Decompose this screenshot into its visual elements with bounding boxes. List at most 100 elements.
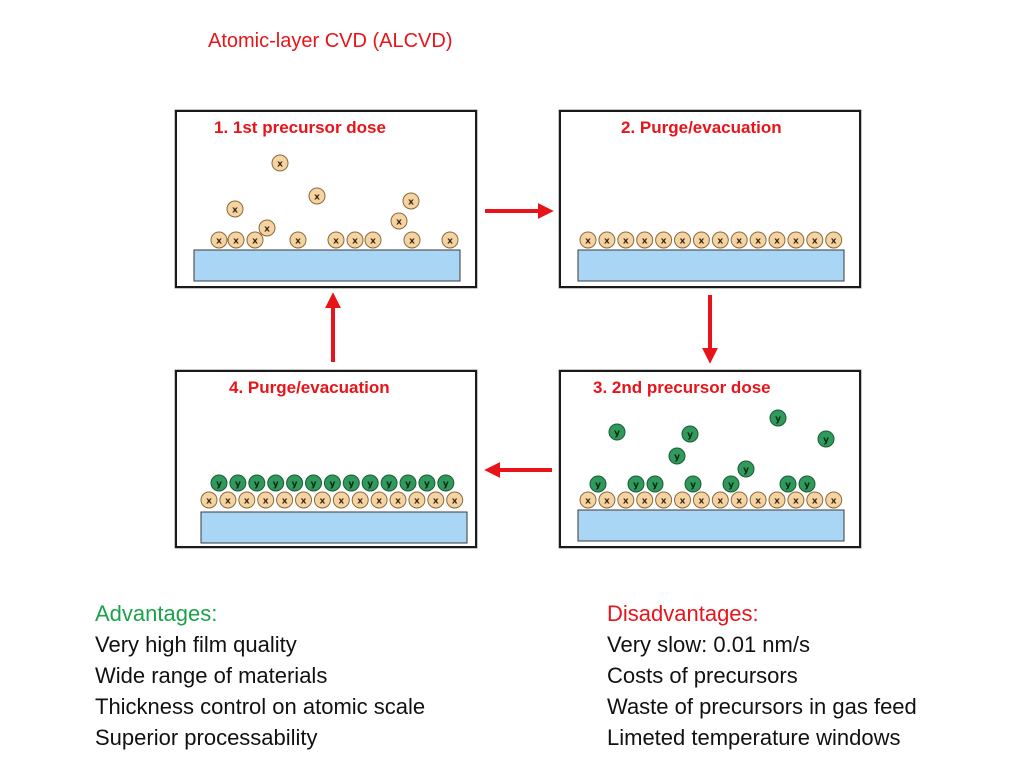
disadvantage-item: Limeted temperature windows [607, 725, 901, 750]
svg-text:y: y [633, 481, 639, 491]
precursor-x-molecule: x [598, 491, 616, 509]
svg-text:y: y [443, 480, 449, 490]
disadvantages-section: Disadvantages: Very slow: 0.01 nm/s Cost… [607, 598, 917, 753]
precursor-x-molecule: x [332, 491, 350, 509]
precursor-x-molecule: x [289, 231, 307, 249]
advantages-heading: Advantages: [95, 601, 218, 626]
substrate [577, 249, 845, 282]
precursor-x-molecule: x [806, 491, 824, 509]
svg-text:x: x [831, 497, 837, 507]
svg-text:x: x [282, 497, 288, 507]
precursor-x-molecule: x [768, 231, 786, 249]
svg-text:x: x [233, 237, 239, 247]
disadvantages-heading: Disadvantages: [607, 601, 759, 626]
precursor-x-molecule: x [768, 491, 786, 509]
svg-text:x: x [736, 497, 742, 507]
precursor-x-molecule: x [313, 491, 331, 509]
svg-text:y: y [614, 429, 620, 439]
precursor-x-molecule: x [806, 231, 824, 249]
precursor-x-molecule: x [636, 491, 654, 509]
precursor-x-molecule: x [825, 231, 843, 249]
svg-text:y: y [785, 481, 791, 491]
precursor-x-molecule: x [227, 231, 245, 249]
precursor-y-molecule: y [627, 475, 645, 493]
svg-text:x: x [232, 206, 238, 216]
advantages-section: Advantages: Very high film quality Wide … [95, 598, 425, 753]
precursor-x-molecule: x [441, 231, 459, 249]
precursor-x-molecule: x [258, 219, 276, 237]
svg-text:x: x [396, 218, 402, 228]
precursor-y-molecule: y [210, 474, 228, 492]
svg-text:x: x [642, 497, 648, 507]
svg-text:x: x [717, 237, 723, 247]
svg-text:y: y [690, 481, 696, 491]
svg-text:x: x [409, 237, 415, 247]
svg-text:x: x [642, 237, 648, 247]
precursor-x-molecule: x [238, 491, 256, 509]
precursor-x-molecule: x [370, 491, 388, 509]
disadvantage-item: Costs of precursors [607, 663, 798, 688]
svg-text:x: x [244, 497, 250, 507]
svg-text:x: x [736, 237, 742, 247]
precursor-x-molecule: x [692, 231, 710, 249]
precursor-x-molecule: x [617, 491, 635, 509]
svg-text:x: x [774, 237, 780, 247]
advantage-item: Superior processability [95, 725, 318, 750]
precursor-y-molecule: y [737, 460, 755, 478]
svg-text:x: x [585, 497, 591, 507]
svg-text:x: x [216, 237, 222, 247]
svg-text:y: y [743, 466, 749, 476]
precursor-x-molecule: x [749, 491, 767, 509]
svg-text:x: x [314, 193, 320, 203]
svg-text:y: y [329, 480, 335, 490]
svg-text:y: y [804, 481, 810, 491]
svg-text:y: y [595, 481, 601, 491]
step-2-title: 2. Purge/evacuation [621, 118, 782, 137]
precursor-y-molecule: y [722, 475, 740, 493]
precursor-x-molecule: x [730, 491, 748, 509]
svg-text:x: x [357, 497, 363, 507]
precursor-y-molecule: y [646, 475, 664, 493]
svg-text:y: y [687, 431, 693, 441]
svg-text:x: x [623, 497, 629, 507]
precursor-x-molecule: x [390, 212, 408, 230]
svg-text:x: x [812, 497, 818, 507]
precursor-x-molecule: x [579, 231, 597, 249]
precursor-y-molecule: y [399, 474, 417, 492]
precursor-y-molecule: y [286, 474, 304, 492]
svg-text:x: x [623, 237, 629, 247]
precursor-x-molecule: x [200, 491, 218, 509]
svg-text:x: x [277, 160, 283, 170]
precursor-x-molecule: x [346, 231, 364, 249]
precursor-y-molecule: y [342, 474, 360, 492]
precursor-x-molecule: x [327, 231, 345, 249]
svg-text:x: x [408, 198, 414, 208]
precursor-x-molecule: x [427, 491, 445, 509]
svg-text:x: x [661, 497, 667, 507]
precursor-x-molecule: x [787, 491, 805, 509]
precursor-y-molecule: y [229, 474, 247, 492]
precursor-x-molecule: x [403, 231, 421, 249]
step-3-title: 3. 2nd precursor dose [593, 378, 771, 397]
svg-text:x: x [447, 237, 453, 247]
svg-text:x: x [717, 497, 723, 507]
precursor-y-molecule: y [589, 475, 607, 493]
svg-text:x: x [755, 497, 761, 507]
precursor-x-molecule: x [408, 491, 426, 509]
svg-text:x: x [793, 237, 799, 247]
svg-text:x: x [206, 497, 212, 507]
precursor-x-molecule: x [749, 231, 767, 249]
precursor-x-molecule: x [655, 231, 673, 249]
substrate [193, 249, 461, 282]
precursor-y-molecule: y [798, 475, 816, 493]
precursor-y-molecule: y [380, 474, 398, 492]
precursor-y-molecule: y [668, 447, 686, 465]
substrate [200, 511, 468, 544]
svg-text:y: y [348, 480, 354, 490]
precursor-y-molecule: y [769, 409, 787, 427]
svg-text:x: x [301, 497, 307, 507]
